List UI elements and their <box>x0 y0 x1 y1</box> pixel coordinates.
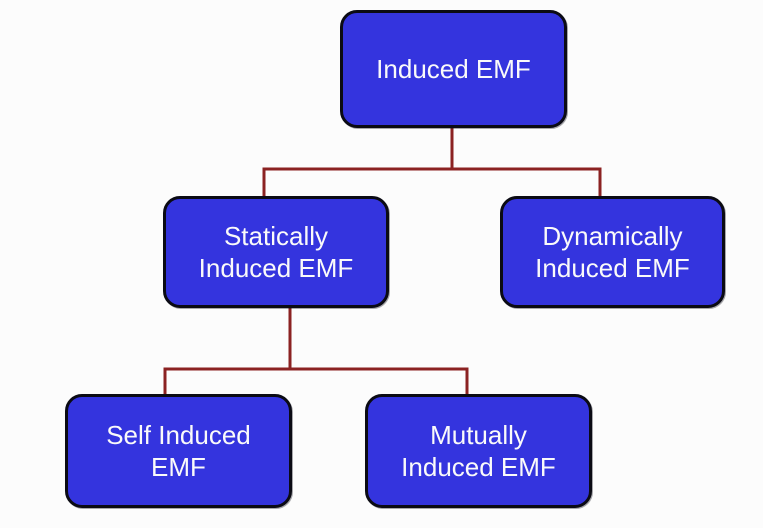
node-dynamically-induced-emf-label: Dynamically Induced EMF <box>535 220 690 284</box>
node-label-line: EMF <box>151 452 206 482</box>
node-label-line: Induced EMF <box>376 54 531 84</box>
node-self-induced-emf-label: Self Induced EMF <box>106 419 251 483</box>
node-label-line: Statically <box>223 221 329 251</box>
node-label-line: Mutually <box>430 420 527 450</box>
node-statically-induced-emf: Statically Induced EMF <box>163 196 389 308</box>
node-label-line: Induced EMF <box>401 452 556 482</box>
connector-root-to-level2 <box>262 167 602 197</box>
node-label-line: Dynamically <box>542 221 683 251</box>
connector-statically-to-level3 <box>163 367 469 395</box>
node-mutually-induced-emf-label: Mutually Induced EMF <box>401 419 556 483</box>
node-dynamically-induced-emf: Dynamically Induced EMF <box>500 196 725 308</box>
node-induced-emf-label: Induced EMF <box>376 53 531 85</box>
node-label-line: Induced EMF <box>535 253 690 283</box>
node-self-induced-emf: Self Induced EMF <box>65 394 292 508</box>
node-mutually-induced-emf: Mutually Induced EMF <box>365 394 592 508</box>
node-induced-emf: Induced EMF <box>340 10 567 128</box>
node-label-line: Self Induced <box>106 420 251 450</box>
node-label-line: Induced EMF <box>198 253 354 283</box>
node-statically-induced-emf-label: Statically Induced EMF <box>199 220 354 284</box>
